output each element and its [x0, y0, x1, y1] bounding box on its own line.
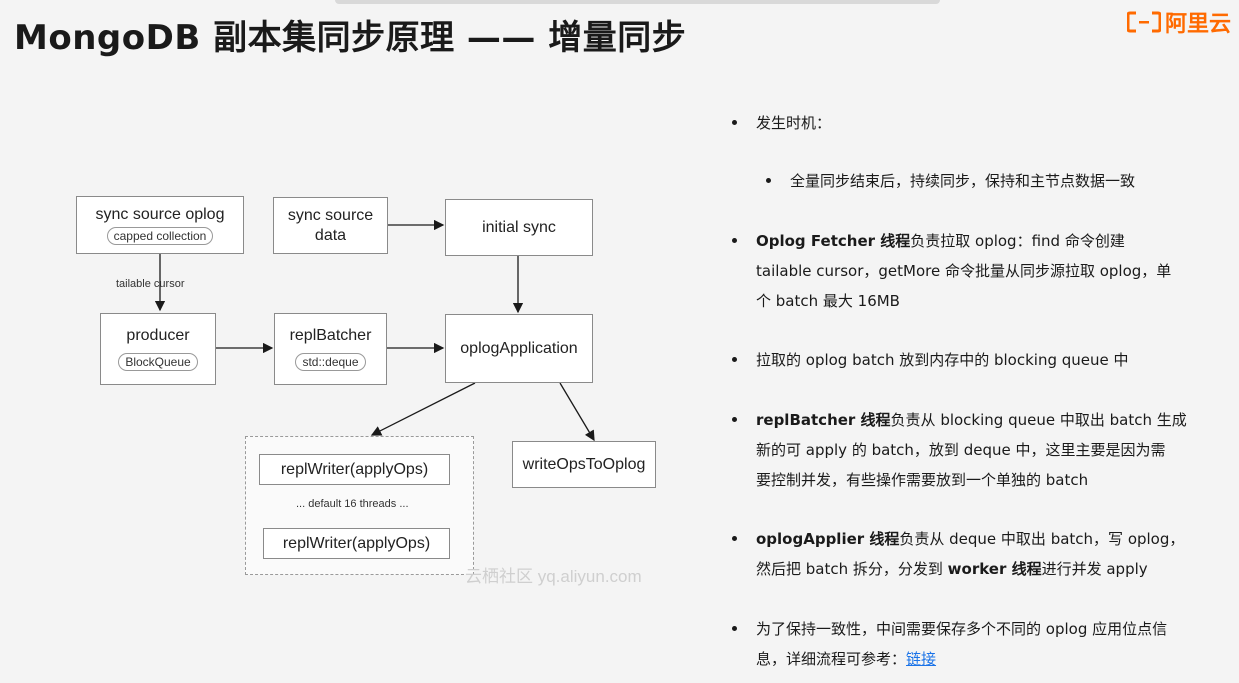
bullet-oplog-fetcher: Oplog Fetcher 线程负责拉取 oplog：find 命令创建 tai…: [730, 226, 1210, 316]
aliyun-logo-icon: [1126, 11, 1161, 33]
worker-thread-bold: worker 线程: [947, 560, 1042, 578]
slide-title: MongoDB 副本集同步原理 —— 增量同步: [14, 18, 687, 58]
bullet-timing: 发生时机：: [730, 108, 1210, 138]
oplog-fetcher-line1: 负责拉取 oplog：find 命令创建: [910, 232, 1125, 250]
arrow-application-to-write-oplog: [559, 382, 595, 442]
diagram-arrows: [154, 219, 595, 442]
sync-source-data-node: sync source data: [273, 197, 388, 254]
std-deque-pill: std::deque: [295, 353, 366, 371]
bullet-repl-batcher: replBatcher 线程负责从 blocking queue 中取出 bat…: [730, 405, 1210, 495]
bullet-dot: [732, 357, 737, 362]
sync-source-data-label-2: data: [314, 226, 347, 244]
repl-batcher-line2: 新的可 apply 的 batch，放到 deque 中，这里主要是因为需: [756, 441, 1166, 459]
bullet-consistency-text: 为了保持一致性，中间需要保存多个不同的 oplog 应用位点信 息，详细流程可参…: [756, 614, 1210, 674]
oplog-application-label: oplogApplication: [460, 339, 578, 357]
repl-batcher-label: replBatcher: [289, 327, 372, 344]
bullet-oplog-fetcher-text: Oplog Fetcher 线程负责拉取 oplog：find 命令创建 tai…: [756, 226, 1210, 316]
oplog-applier-line3: 进行并发 apply: [1041, 560, 1148, 578]
write-ops-to-oplog-label: writeOpsToOplog: [522, 455, 646, 473]
write-ops-to-oplog-node: writeOpsToOplog: [512, 441, 656, 488]
consistency-line1: 为了保持一致性，中间需要保存多个不同的 oplog 应用位点信: [756, 620, 1168, 638]
initial-sync-label: initial sync: [482, 218, 556, 236]
repl-writer-top-label: replWriter(applyOps): [280, 460, 429, 478]
bullet-blocking-queue: 拉取的 oplog batch 放到内存中的 blocking queue 中: [730, 345, 1210, 375]
repl-writer-top-node: replWriter(applyOps): [259, 454, 450, 485]
initial-sync-node: initial sync: [445, 199, 593, 256]
bullet-dot: [766, 178, 771, 183]
bullet-dot: [732, 238, 737, 243]
oplog-applier-line2: 然后把 batch 拆分，分发到: [756, 560, 948, 578]
bullet-blocking-queue-text: 拉取的 oplog batch 放到内存中的 blocking queue 中: [756, 351, 1129, 369]
capped-collection-pill: capped collection: [106, 226, 214, 245]
bullet-timing-sub: 全量同步结束后，持续同步，保持和主节点数据一致: [730, 166, 1210, 196]
repl-batcher-line3: 要控制并发，有些操作需要放到一个单独的 batch: [756, 471, 1089, 489]
repl-batcher-node: replBatcher std::deque: [274, 313, 387, 385]
oplog-fetcher-line2: tailable cursor，getMore 命令批量从同步源拉取 oplog…: [756, 262, 1172, 280]
sync-source-oplog-label: sync source oplog: [95, 205, 225, 223]
bullet-dot: [732, 417, 737, 422]
oplog-fetcher-line3: 个 batch 最大 16MB: [756, 292, 900, 310]
reference-link[interactable]: 链接: [906, 650, 937, 668]
logo-text: 阿里云: [1164, 12, 1231, 37]
bullet-oplog-applier: oplogApplier 线程负责从 deque 中取出 batch，写 opl…: [730, 524, 1210, 584]
oplog-fetcher-bold: Oplog Fetcher 线程: [756, 232, 911, 250]
bullet-dot: [732, 120, 737, 125]
consistency-line2: 息，详细流程可参考：: [756, 650, 907, 668]
producer-label: producer: [126, 327, 190, 344]
arrow-application-to-writers: [370, 382, 476, 436]
oplog-application-node: oplogApplication: [445, 314, 593, 383]
bullet-timing-text: 发生时机：: [756, 114, 832, 132]
repl-writer-bottom-node: replWriter(applyOps): [263, 528, 450, 559]
sync-source-oplog-node: sync source oplog capped collection: [76, 196, 244, 254]
repl-batcher-line1: 负责从 blocking queue 中取出 batch 生成: [890, 411, 1187, 429]
repl-writer-bottom-label: replWriter(applyOps): [282, 534, 431, 552]
top-edge-overlay: [335, 0, 940, 4]
watermark-text: 云栖社区 yq.aliyun.com: [465, 567, 642, 586]
bullet-timing-sub-text: 全量同步结束后，持续同步，保持和主节点数据一致: [790, 172, 1136, 190]
producer-node: producer BlockQueue: [100, 313, 216, 385]
bullet-consistency: 为了保持一致性，中间需要保存多个不同的 oplog 应用位点信 息，详细流程可参…: [730, 614, 1210, 674]
tailable-cursor-label: tailable cursor: [116, 278, 185, 290]
block-queue-pill: BlockQueue: [118, 353, 198, 371]
bullet-dot: [732, 626, 737, 631]
oplog-applier-line1: 负责从 deque 中取出 batch，写 oplog，: [899, 530, 1185, 548]
aliyun-logo: 阿里云: [1126, 6, 1231, 38]
sync-diagram: sync source oplog capped collection sync…: [76, 196, 656, 586]
sync-source-data-label-1: sync source: [287, 206, 374, 224]
bullet-repl-batcher-text: replBatcher 线程负责从 blocking queue 中取出 bat…: [756, 405, 1210, 495]
repl-batcher-bold: replBatcher 线程: [756, 411, 891, 429]
oplog-applier-bold: oplogApplier 线程: [756, 530, 900, 548]
bullet-dot: [732, 536, 737, 541]
bullet-oplog-applier-text: oplogApplier 线程负责从 deque 中取出 batch，写 opl…: [756, 524, 1210, 584]
default-threads-label: ... default 16 threads ...: [296, 498, 409, 510]
